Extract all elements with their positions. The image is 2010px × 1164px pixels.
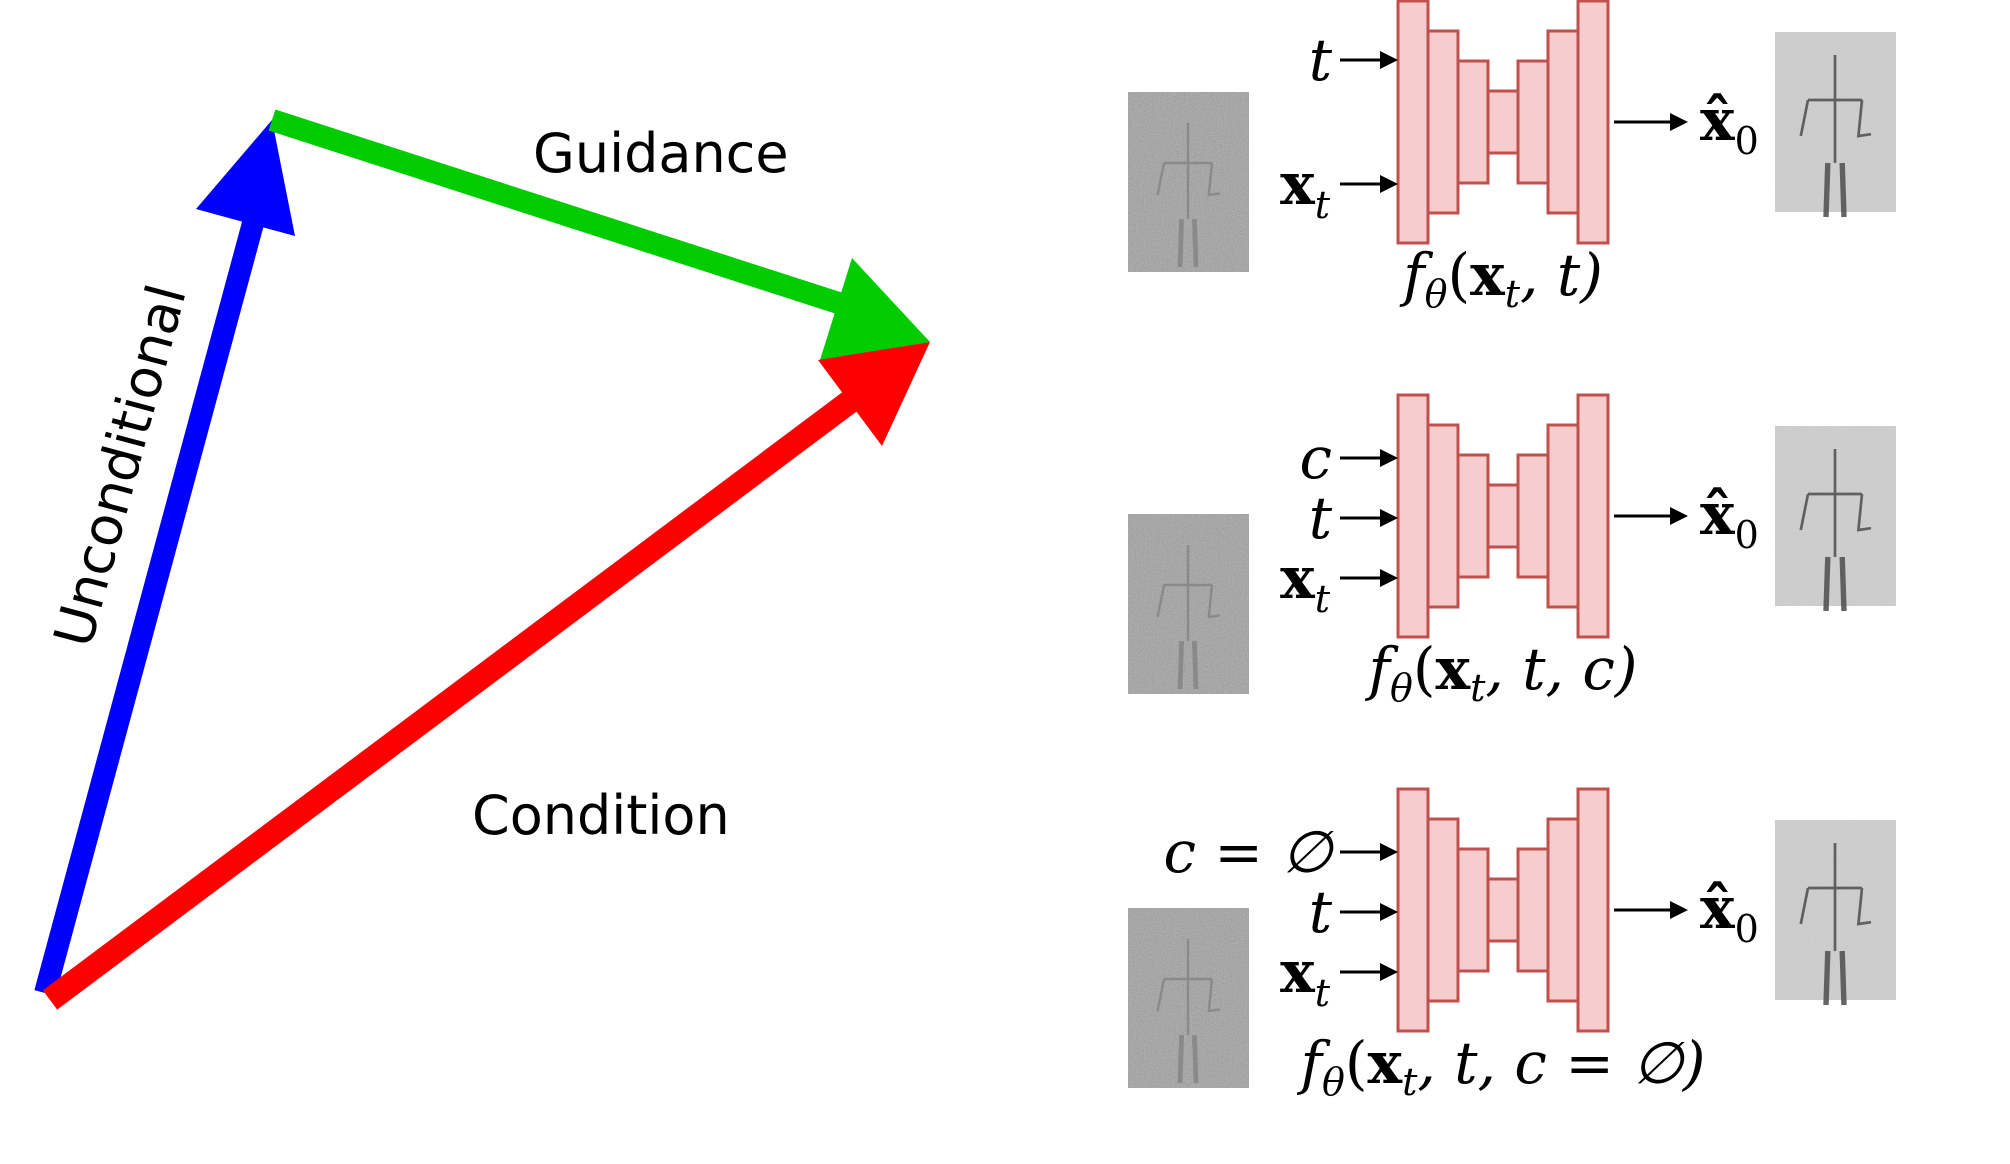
unet-block [1396, 0, 1610, 245]
input-label-1: c = ∅ [1164, 818, 1335, 886]
output-label: x̂0 [1700, 480, 1759, 557]
network-1: t xt x̂0 fθ(xt, t) [1128, 0, 1896, 316]
input-arrow-2 [1340, 509, 1398, 527]
unet-layer-5 [1516, 59, 1550, 185]
noisy-input-image [1128, 908, 1249, 1088]
input-arrow-2 [1340, 903, 1398, 921]
function-label: fθ(xt, t) [1399, 241, 1603, 316]
unet-layer-6 [1546, 817, 1580, 1003]
unet-layer-1 [1396, 393, 1430, 639]
input-arrow-3 [1340, 963, 1398, 981]
denoised-output-image [1775, 426, 1896, 611]
input-label-3: xt [1280, 544, 1331, 621]
input-arrow-1 [1340, 843, 1398, 861]
unet-layer-5 [1516, 453, 1550, 579]
input-label-2: t [1309, 484, 1333, 552]
unet-layer-1 [1396, 787, 1430, 1033]
output-arrow [1614, 507, 1688, 525]
unet-layer-1 [1396, 0, 1430, 245]
input-label-3: xt [1280, 938, 1331, 1015]
unet-layer-7 [1576, 393, 1610, 639]
function-label: fθ(xt, t, c = ∅) [1296, 1029, 1705, 1104]
unet-layer-4 [1486, 89, 1520, 155]
output-label: x̂0 [1700, 874, 1759, 951]
condition-label: Condition [472, 784, 730, 847]
input-arrow-2 [1340, 175, 1398, 193]
input-label-1: c [1300, 424, 1332, 492]
guidance-label: Guidance [533, 122, 789, 185]
unet-layer-7 [1576, 0, 1610, 245]
unet-layer-4 [1486, 877, 1520, 943]
denoised-output-image [1775, 820, 1896, 1005]
output-label: x̂0 [1700, 86, 1759, 163]
unet-layer-2 [1426, 423, 1460, 609]
input-arrow-1 [1340, 51, 1398, 69]
unet-layer-2 [1426, 29, 1460, 215]
unconditional-label: Unconditional [42, 278, 199, 653]
unet-block [1396, 393, 1610, 639]
input-arrow-3 [1340, 569, 1398, 587]
unet-layer-3 [1456, 847, 1490, 973]
unet-layer-4 [1486, 483, 1520, 549]
output-arrow [1614, 113, 1688, 131]
unet-layer-6 [1546, 423, 1580, 609]
unet-layer-3 [1456, 453, 1490, 579]
input-label-1: t [1309, 26, 1333, 94]
unet-block [1396, 787, 1610, 1033]
function-label: fθ(xt, t, c) [1364, 635, 1637, 710]
input-label-2: t [1309, 878, 1333, 946]
input-label-2: xt [1280, 150, 1331, 227]
denoised-output-image [1775, 32, 1896, 217]
unet-layer-6 [1546, 29, 1580, 215]
input-arrow-1 [1340, 449, 1398, 467]
unet-layer-3 [1456, 59, 1490, 185]
output-arrow [1614, 901, 1688, 919]
unet-layer-5 [1516, 847, 1550, 973]
guidance-arrow [268, 109, 930, 360]
unet-layer-7 [1576, 787, 1610, 1033]
vector-diagram: Guidance Condition Unconditional [34, 109, 930, 1010]
noisy-input-image [1128, 92, 1249, 272]
unconditional-arrow [34, 120, 295, 996]
noisy-input-image [1128, 514, 1249, 694]
network-3: c = ∅txt x̂0 fθ(xt, t, c = ∅) [1128, 787, 1896, 1104]
unet-layer-2 [1426, 817, 1460, 1003]
condition-arrow [42, 342, 930, 1010]
